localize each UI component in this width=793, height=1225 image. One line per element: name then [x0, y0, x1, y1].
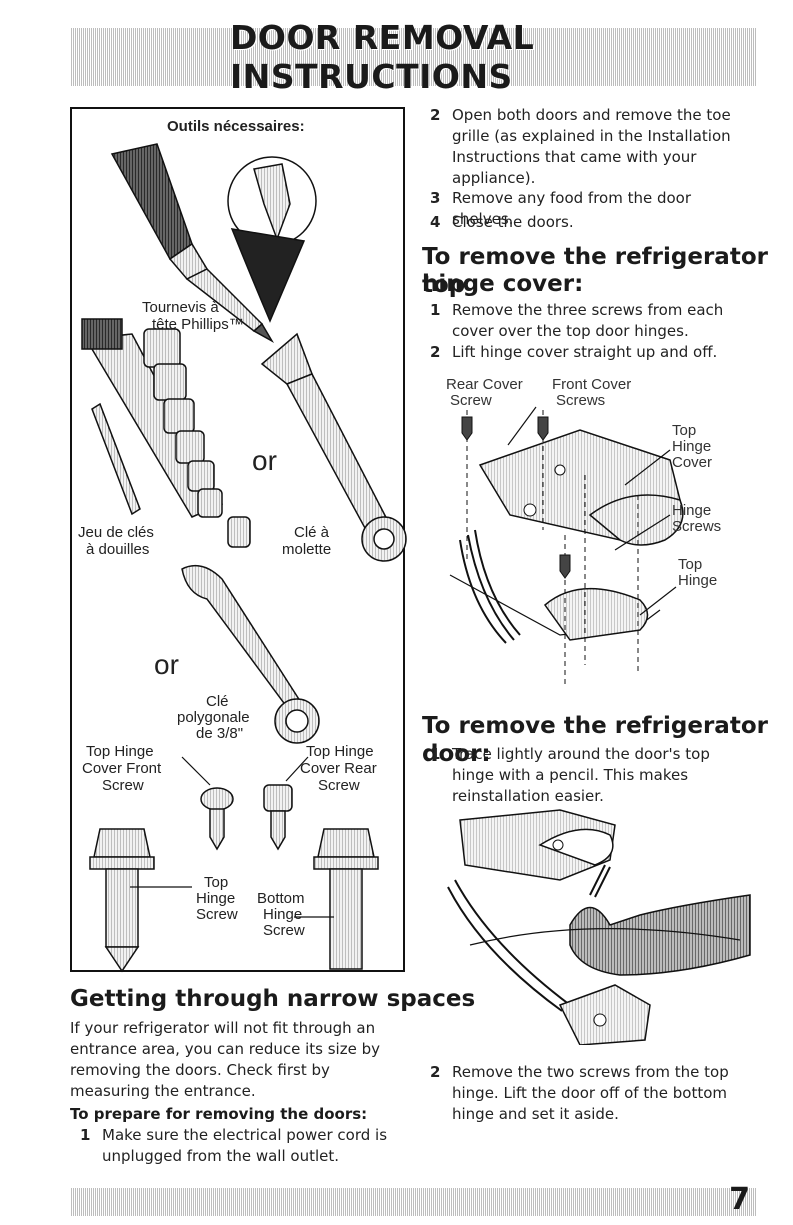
- or-label-1: or: [252, 445, 277, 476]
- remove-door-step-2: 2 Remove the two screws from the top hin…: [430, 1062, 755, 1125]
- front-cover-label-1: Front Cover: [552, 376, 632, 393]
- phillips-screwdriver-icon: [110, 143, 317, 343]
- top-hinge-screw-label-2: Hinge: [196, 890, 236, 907]
- step-text: Lift hinge cover straight up and off.: [452, 343, 718, 361]
- bottom-hinge-screw-icon: [313, 828, 379, 970]
- step-number: 1: [430, 745, 441, 763]
- step-number: 1: [80, 1126, 91, 1144]
- hinge-screws-label-2: Screws: [672, 518, 722, 535]
- tools-box: Outils nécessaires: Tournevis à tête Phi…: [70, 107, 407, 973]
- or-label-2: or: [154, 649, 179, 680]
- tools-illustration: [81, 143, 407, 973]
- top-hinge-screw-icon: [89, 828, 155, 973]
- step-number: 2: [430, 343, 441, 361]
- top-hinge-cover-label-3: Cover: [672, 454, 713, 471]
- step-number: 2: [430, 1063, 441, 1081]
- trace-hinge-figure: [440, 805, 755, 1046]
- hinge-cover-step-1: 1 Remove the three screws from each cove…: [430, 300, 755, 342]
- page-title: DOOR REMOVAL INSTRUCTIONS: [230, 18, 535, 96]
- bottom-hinge-screw-label-3: Screw: [263, 922, 305, 939]
- front-screw-label-1: Top Hinge: [86, 743, 154, 760]
- step-number: 4: [430, 213, 441, 231]
- rear-screw-label-3: Screw: [318, 777, 360, 794]
- top-hinge-screw-label-3: Screw: [196, 906, 238, 923]
- rear-cover-label-2: Screw: [450, 392, 492, 409]
- bottom-hinge-screw-label-1: Bottom: [257, 890, 305, 907]
- hinge-cover-heading-line-2: hinge cover:: [422, 271, 584, 297]
- top-hinge-label-2: Hinge: [678, 572, 718, 589]
- socket-label-1: Jeu de clés: [78, 524, 154, 541]
- step-text: Make sure the electrical power cord is u…: [102, 1126, 388, 1165]
- prepare-step-4: 4 Close the doors.: [430, 212, 750, 233]
- front-screw-label-2: Cover Front: [82, 760, 162, 777]
- prepare-step-1: 1 Make sure the electrical power cord is…: [80, 1125, 400, 1167]
- screwdriver-label-2: tête Phillips™: [152, 316, 244, 333]
- rear-screw-label-1: Top Hinge: [306, 743, 374, 760]
- step-text: Trace lightly around the door's top hing…: [452, 745, 710, 805]
- step-number: 1: [430, 301, 441, 319]
- header-banner: DOOR REMOVAL INSTRUCTIONS: [70, 18, 756, 96]
- narrow-spaces-heading: Getting through narrow spaces: [70, 986, 476, 1012]
- page-number: 7: [729, 1182, 750, 1217]
- step-text: Open both doors and remove the toe grill…: [452, 106, 731, 187]
- footer-bar: 7: [70, 1182, 756, 1217]
- step-number: 2: [430, 106, 441, 124]
- prepare-subheading: To prepare for removing the doors:: [70, 1105, 368, 1123]
- front-screw-label-3: Screw: [102, 777, 144, 794]
- step-text: Remove the two screws from the top hinge…: [452, 1063, 729, 1123]
- box-wrench-icon: [181, 564, 320, 744]
- prepare-step-3: 3 Remove any food from the door shelves.: [430, 188, 750, 230]
- top-hinge-screw-label-1: Top: [204, 874, 229, 891]
- step-number: 3: [430, 189, 441, 207]
- screwdriver-label-1: Tournevis à: [142, 299, 219, 316]
- rear-cover-screw-icon: [263, 784, 293, 851]
- trace-hinge-diagram: [447, 809, 751, 1046]
- hinge-cover-step-2: 2 Lift hinge cover straight up and off.: [430, 342, 755, 363]
- remove-door-step-1: 1 Trace lightly around the door's top hi…: [430, 744, 755, 807]
- top-hinge-label-1: Top: [678, 556, 703, 573]
- hinge-cover-diagram: [449, 406, 684, 685]
- bottom-hinge-screw-label-2: Hinge: [263, 906, 303, 923]
- adjustable-label-2: molette: [282, 541, 332, 558]
- prepare-step-2: 2 Open both doors and remove the toe gri…: [430, 105, 750, 189]
- socket-set-icon: [81, 318, 251, 548]
- remove-door-heading: To remove the refrigerator door:: [422, 713, 768, 767]
- step-text: Close the doors.: [452, 213, 574, 231]
- box-wrench-label-3: de 3/8": [196, 725, 244, 742]
- hinge-cover-figure: Rear Cover Screw Front Cover Screws Top …: [440, 375, 760, 690]
- box-wrench-label-1: Clé: [206, 693, 229, 710]
- adjustable-label-1: Clé à: [294, 524, 330, 541]
- rear-screw-label-2: Cover Rear: [300, 760, 377, 777]
- narrow-spaces-intro: If your refrigerator will not fit throug…: [70, 1019, 380, 1100]
- rear-cover-label-1: Rear Cover: [446, 376, 523, 393]
- box-wrench-label-2: polygonale: [177, 709, 250, 726]
- front-cover-label-2: Screws: [556, 392, 606, 409]
- tools-title: Outils nécessaires:: [167, 118, 305, 135]
- hinge-screws-label-1: Hinge: [672, 502, 712, 519]
- socket-label-2: à douilles: [86, 541, 150, 558]
- front-cover-screw-icon: [200, 787, 234, 851]
- step-text: Remove the three screws from each cover …: [452, 301, 724, 340]
- top-hinge-cover-label-2: Hinge: [672, 438, 712, 455]
- adjustable-wrench-icon: [260, 332, 407, 562]
- step-text: Remove any food from the door shelves.: [452, 189, 692, 228]
- top-hinge-cover-label-1: Top: [672, 422, 697, 439]
- hinge-cover-heading-line-1: To remove the refrigerator top: [422, 244, 768, 298]
